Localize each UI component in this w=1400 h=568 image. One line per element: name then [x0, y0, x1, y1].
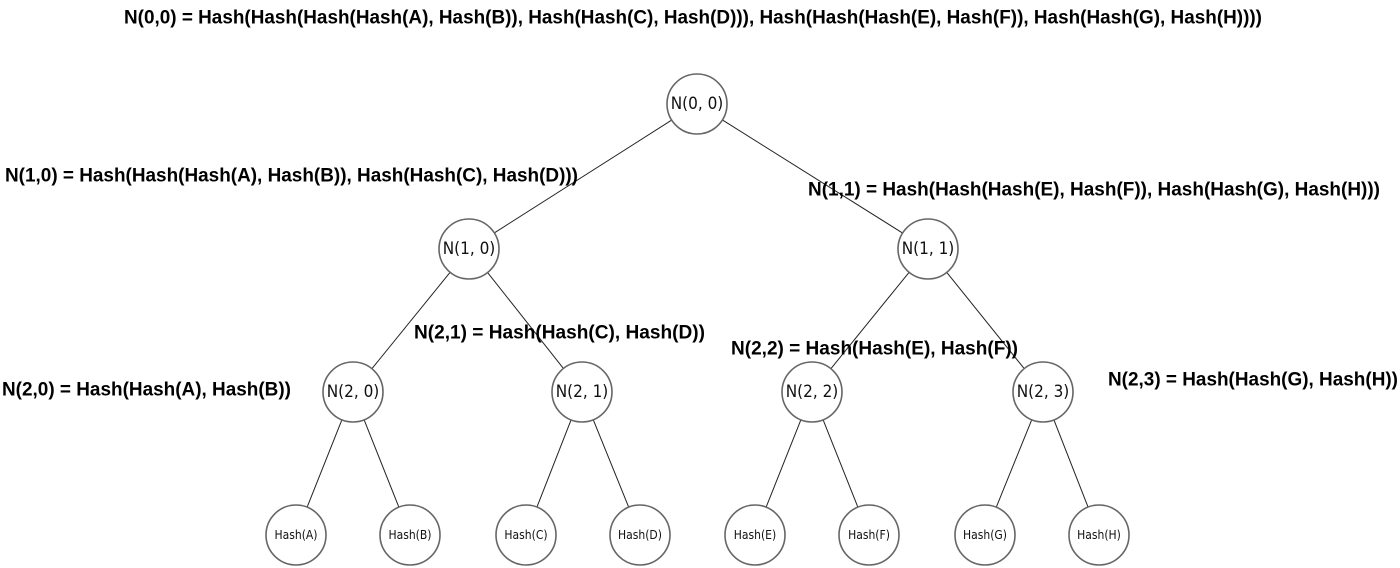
- tree-edges: [306, 119, 1089, 508]
- edge-n21-hD: [592, 419, 630, 508]
- node-label: Hash(A): [274, 528, 317, 542]
- leaf-node-hE: Hash(E): [724, 504, 786, 566]
- edge-n11-n23: [946, 272, 1025, 369]
- node-label: N(2, 0): [327, 382, 380, 402]
- node-circle: [666, 73, 728, 135]
- edge-n23-hG: [995, 419, 1033, 508]
- node-label: Hash(G): [963, 528, 1007, 542]
- leaf-node-hD: Hash(D): [609, 504, 671, 566]
- node-circle: [495, 504, 557, 566]
- formula-f20: N(2,0) = Hash(Hash(A), Hash(B)): [2, 380, 291, 401]
- leaf-node-hB: Hash(B): [379, 504, 441, 566]
- formula-f22: N(2,2) = Hash(Hash(E), Hash(F)): [731, 339, 1018, 360]
- node-circle: [438, 218, 500, 280]
- edge-n22-hE: [765, 419, 802, 508]
- node-label: Hash(D): [618, 528, 662, 542]
- node-circle: [265, 504, 327, 566]
- tree-node-n23: N(2, 3): [1012, 361, 1074, 423]
- node-label: N(1, 0): [443, 239, 496, 259]
- formula-f10: N(1,0) = Hash(Hash(Hash(A), Hash(B)), Ha…: [5, 166, 578, 187]
- node-label: N(2, 2): [786, 382, 839, 402]
- edge-n21-hC: [536, 419, 572, 508]
- node-label: N(0, 0): [671, 94, 724, 114]
- node-circle: [724, 504, 786, 566]
- node-circle: [781, 361, 843, 423]
- node-label: N(2, 3): [1017, 382, 1070, 402]
- node-circle: [838, 504, 900, 566]
- hash-formulas: N(0,0) = Hash(Hash(Hash(Hash(A), Hash(B)…: [2, 8, 1398, 401]
- edge-n10-n20: [371, 271, 451, 370]
- edge-n20-hB: [363, 419, 400, 508]
- node-circle: [551, 361, 613, 423]
- edge-n11-n22: [830, 271, 910, 370]
- node-circle: [609, 504, 671, 566]
- leaf-node-hF: Hash(F): [838, 504, 900, 566]
- leaf-node-hG: Hash(G): [954, 504, 1016, 566]
- edge-n20-hA: [306, 419, 343, 508]
- leaf-node-hC: Hash(C): [495, 504, 557, 566]
- formula-f11: N(1,1) = Hash(Hash(Hash(E), Hash(F)), Ha…: [808, 180, 1380, 201]
- tree-node-n21: N(2, 1): [551, 361, 613, 423]
- edge-n00-n10: [494, 119, 672, 234]
- tree-node-n20: N(2, 0): [322, 361, 384, 423]
- tree-node-n00: N(0, 0): [666, 73, 728, 135]
- node-label: N(1, 1): [902, 239, 955, 259]
- node-label: Hash(F): [848, 528, 890, 542]
- formula-f21: N(2,1) = Hash(Hash(C), Hash(D)): [414, 323, 705, 344]
- tree-nodes: N(0, 0) N(1, 0) N(1, 1) N(2, 0) N(2, 1) N(2, …: [265, 73, 1130, 566]
- node-circle: [954, 504, 1016, 566]
- formula-f23: N(2,3) = Hash(Hash(G), Hash(H)): [1108, 370, 1398, 391]
- leaf-node-hA: Hash(A): [265, 504, 327, 566]
- node-label: Hash(H): [1077, 528, 1121, 542]
- leaf-node-hH: Hash(H): [1068, 504, 1130, 566]
- tree-node-n10: N(1, 0): [438, 218, 500, 280]
- edge-n22-hF: [822, 419, 859, 508]
- node-label: Hash(E): [734, 528, 776, 542]
- node-circle: [322, 361, 384, 423]
- node-circle: [1068, 504, 1130, 566]
- edge-n23-hH: [1053, 419, 1089, 508]
- formula-f00: N(0,0) = Hash(Hash(Hash(Hash(A), Hash(B)…: [124, 8, 1262, 29]
- node-label: Hash(C): [504, 528, 547, 542]
- node-label: Hash(B): [388, 528, 431, 542]
- tree-node-n22: N(2, 2): [781, 361, 843, 423]
- node-circle: [897, 218, 959, 280]
- tree-node-n11: N(1, 1): [897, 218, 959, 280]
- node-circle: [1012, 361, 1074, 423]
- edge-n00-n11: [722, 119, 903, 234]
- node-label: N(2, 1): [556, 382, 609, 402]
- node-circle: [379, 504, 441, 566]
- edge-n10-n21: [487, 272, 564, 369]
